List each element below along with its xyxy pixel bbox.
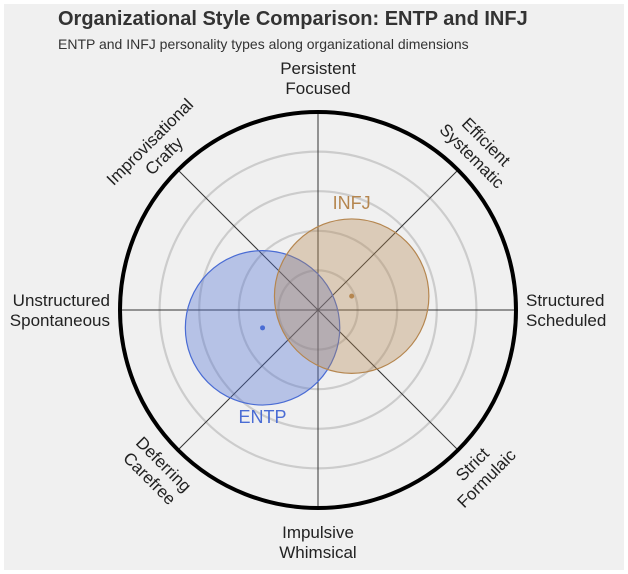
entp-label: ENTP <box>239 407 287 427</box>
infj-center-point <box>349 293 355 299</box>
infj-label: INFJ <box>333 193 371 213</box>
axis-label-n-line-1: Persistent <box>280 59 356 78</box>
spoke-sw <box>177 309 319 451</box>
axis-label-s-line-2: Whimsical <box>279 543 356 562</box>
chart-title: Organizational Style Comparison: ENTP an… <box>58 8 528 30</box>
spoke-nw <box>177 169 319 311</box>
axis-label-w-line-2: Spontaneous <box>10 311 110 330</box>
spoke-ne <box>317 169 459 311</box>
entp-center-point <box>260 325 266 331</box>
axis-label-s-line-1: Impulsive <box>282 523 354 542</box>
axis-label-e-line-2: Scheduled <box>526 311 606 330</box>
axis-label-n-line-2: Focused <box>285 79 350 98</box>
chart-subtitle: ENTP and INFJ personality types along or… <box>58 36 469 52</box>
spoke-se <box>317 309 459 451</box>
chart-background <box>4 4 624 570</box>
axis-label-w-line-1: Unstructured <box>13 291 110 310</box>
outer-ring <box>118 110 518 510</box>
axis-label-e-line-1: Structured <box>526 291 604 310</box>
